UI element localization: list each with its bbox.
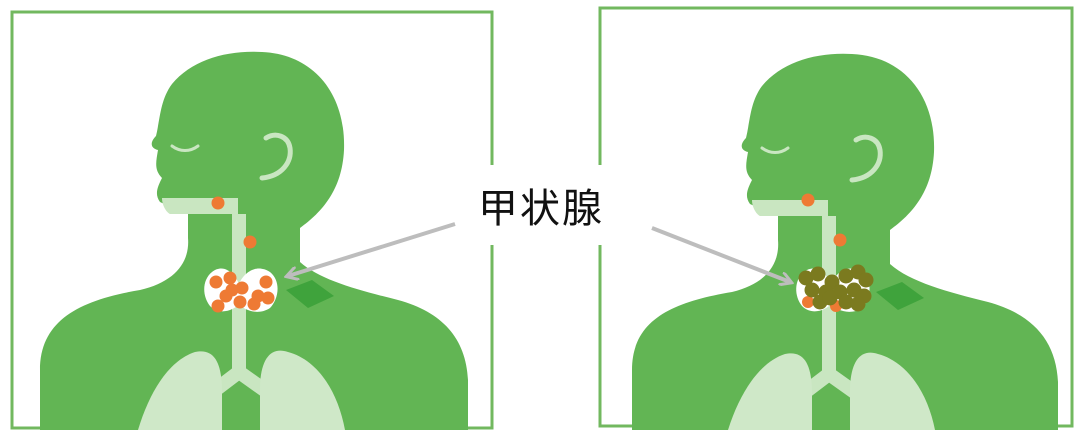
thyroid-cell-dot — [833, 233, 847, 247]
left-ear-icon — [259, 132, 293, 181]
thyroid-cell-dot — [211, 196, 225, 210]
thyroid-cell-dot — [223, 271, 237, 285]
left-dots — [209, 196, 275, 313]
abnormal-cell-dot — [858, 272, 874, 288]
abnormal-cell-dot — [838, 268, 854, 284]
right-side-patch — [876, 282, 924, 310]
thyroid-cell-dot — [801, 193, 815, 207]
left-lung-right — [260, 350, 345, 430]
left-airway — [162, 198, 246, 378]
left-lung-left — [138, 351, 222, 430]
left-panel — [10, 10, 494, 430]
abnormal-cell-dot — [850, 296, 866, 312]
thyroid-cell-dot — [247, 297, 261, 311]
abnormal-cell-dot — [822, 290, 838, 306]
abnormal-cell-dot — [798, 270, 814, 286]
thyroid-cell-dot — [261, 291, 275, 305]
right-lung-left — [728, 353, 812, 430]
right-panel — [598, 6, 1074, 430]
thyroid-cell-dot — [211, 299, 225, 313]
thyroid-cell-dot — [233, 295, 247, 309]
arrow-left-icon — [288, 222, 456, 276]
thyroid-cell-dot — [243, 235, 257, 249]
right-airway — [752, 200, 836, 380]
right-dots — [798, 193, 874, 312]
thyroid-cell-dot — [259, 275, 273, 289]
left-side-patch — [286, 280, 334, 308]
abnormal-cell-dot — [810, 266, 826, 282]
thyroid-label: 甲状腺 — [478, 186, 604, 232]
thyroid-label-box: 甲状腺 — [457, 165, 625, 245]
thyroid-cell-dot — [209, 275, 223, 289]
abnormal-cell-dot — [838, 294, 854, 310]
thyroid-cell-dot — [235, 281, 249, 295]
right-lung-right — [850, 352, 935, 430]
thyroid-cell-dot — [802, 296, 814, 308]
right-eye-icon — [760, 146, 790, 154]
right-ear-icon — [849, 134, 883, 183]
abnormal-cell-dot — [804, 282, 820, 298]
left-eye-icon — [170, 144, 200, 152]
thyroid-cell-dot — [225, 283, 239, 297]
arrow-right-icon — [651, 226, 790, 282]
